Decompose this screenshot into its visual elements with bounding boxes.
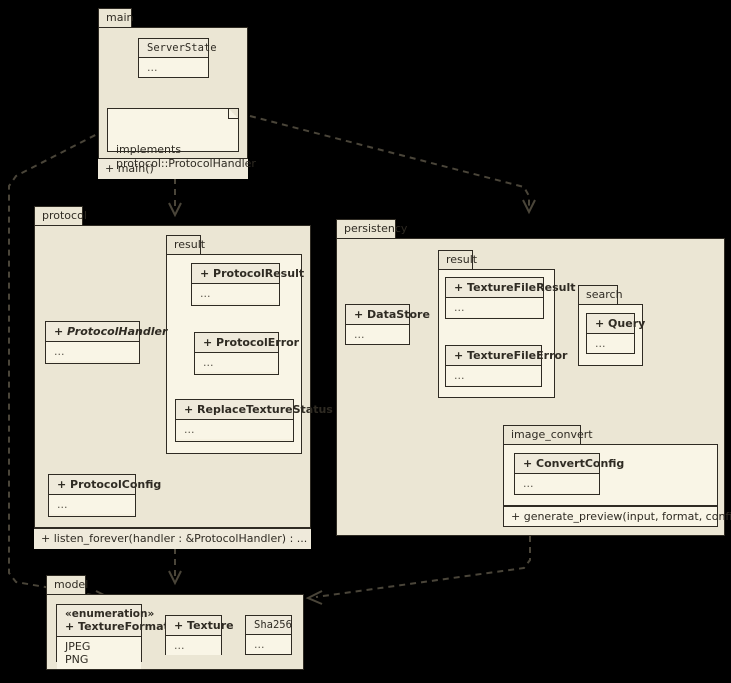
class-protocolhandler-body: ... <box>46 342 139 361</box>
class-serverstate-name: ServerState <box>139 39 217 58</box>
class-serverstate[interactable]: ServerState ... <box>138 38 217 78</box>
class-serverstate-body: ... <box>139 58 208 77</box>
class-query-body: ... <box>587 334 634 353</box>
class-datastore-body: ... <box>346 325 409 344</box>
package-image-convert-label: image_convert <box>503 425 593 444</box>
class-textureformat-stereotype: «enumeration» <box>65 608 155 620</box>
class-protocolerror-body: ... <box>195 353 278 372</box>
package-protocol-label: protocol <box>34 206 87 225</box>
class-texturefileresult-name: + TextureFileResult <box>446 278 575 298</box>
class-protocolresult-body: ... <box>192 284 279 303</box>
class-protocolconfig-name: + ProtocolConfig <box>49 475 161 495</box>
class-sha256[interactable]: Sha256 ... <box>245 615 292 655</box>
package-model-label: model <box>46 575 88 594</box>
class-replacetexturestatus-body: ... <box>176 420 293 439</box>
note-implements-text: implements protocol::ProtocolHandler <box>116 143 256 170</box>
class-texture-body: ... <box>166 636 221 655</box>
package-main-method: + main() <box>98 158 248 179</box>
package-persistency-search-label: search <box>578 285 623 304</box>
class-texture-name: + Texture <box>166 616 234 636</box>
class-protocolhandler-name: + ProtocolHandler <box>46 322 167 342</box>
class-protocolconfig[interactable]: + ProtocolConfig ... <box>48 474 161 517</box>
class-texturefileerror-body: ... <box>446 366 541 385</box>
class-datastore[interactable]: + DataStore ... <box>345 304 430 345</box>
class-query[interactable]: + Query ... <box>586 313 645 354</box>
class-query-name: + Query <box>587 314 645 334</box>
package-protocol-result-label: result <box>166 235 205 254</box>
class-convertconfig-body: ... <box>515 474 599 493</box>
class-convertconfig[interactable]: + ConvertConfig ... <box>514 453 624 495</box>
class-texture[interactable]: + Texture ... <box>165 615 234 655</box>
note-fold-corner <box>228 109 238 119</box>
class-convertconfig-name: + ConvertConfig <box>515 454 624 474</box>
package-image-convert-method: + generate_preview(input, format, config… <box>503 506 731 527</box>
class-textureformat[interactable]: «enumeration» + TextureFormat JPEG PNG <box>56 604 169 669</box>
package-persistency-label: persistency <box>336 219 407 238</box>
package-persistency-result-label: result <box>438 250 477 269</box>
class-texturefileerror-name: + TextureFileError <box>446 346 567 366</box>
class-replacetexturestatus-name: + ReplaceTextureStatus <box>176 400 333 420</box>
class-texturefileresult-body: ... <box>446 298 543 317</box>
class-protocolerror-name: + ProtocolError <box>195 333 299 353</box>
note-implements[interactable]: implements protocol::ProtocolHandler <box>107 108 256 170</box>
class-texturefileerror[interactable]: + TextureFileError ... <box>445 345 567 387</box>
class-textureformat-body: JPEG PNG <box>57 637 141 669</box>
class-textureformat-name: «enumeration» + TextureFormat <box>57 605 169 637</box>
edge-persistency-to-model <box>315 536 531 598</box>
class-protocolhandler[interactable]: + ProtocolHandler ... <box>45 321 167 364</box>
class-protocolresult[interactable]: + ProtocolResult ... <box>191 263 304 306</box>
class-replacetexturestatus[interactable]: + ReplaceTextureStatus ... <box>175 399 333 442</box>
class-datastore-name: + DataStore <box>346 305 430 325</box>
class-sha256-name: Sha256 <box>246 616 292 635</box>
package-main-label: main <box>98 8 133 27</box>
class-sha256-body: ... <box>246 635 291 654</box>
class-protocolerror[interactable]: + ProtocolError ... <box>194 332 299 375</box>
class-textureformat-title: + TextureFormat <box>65 620 169 633</box>
package-protocol-method: + listen_forever(handler : &ProtocolHand… <box>34 528 311 549</box>
class-protocolconfig-body: ... <box>49 495 135 514</box>
edge-main-to-persistency <box>249 115 530 206</box>
class-texturefileresult[interactable]: + TextureFileResult ... <box>445 277 575 319</box>
class-protocolresult-name: + ProtocolResult <box>192 264 304 284</box>
